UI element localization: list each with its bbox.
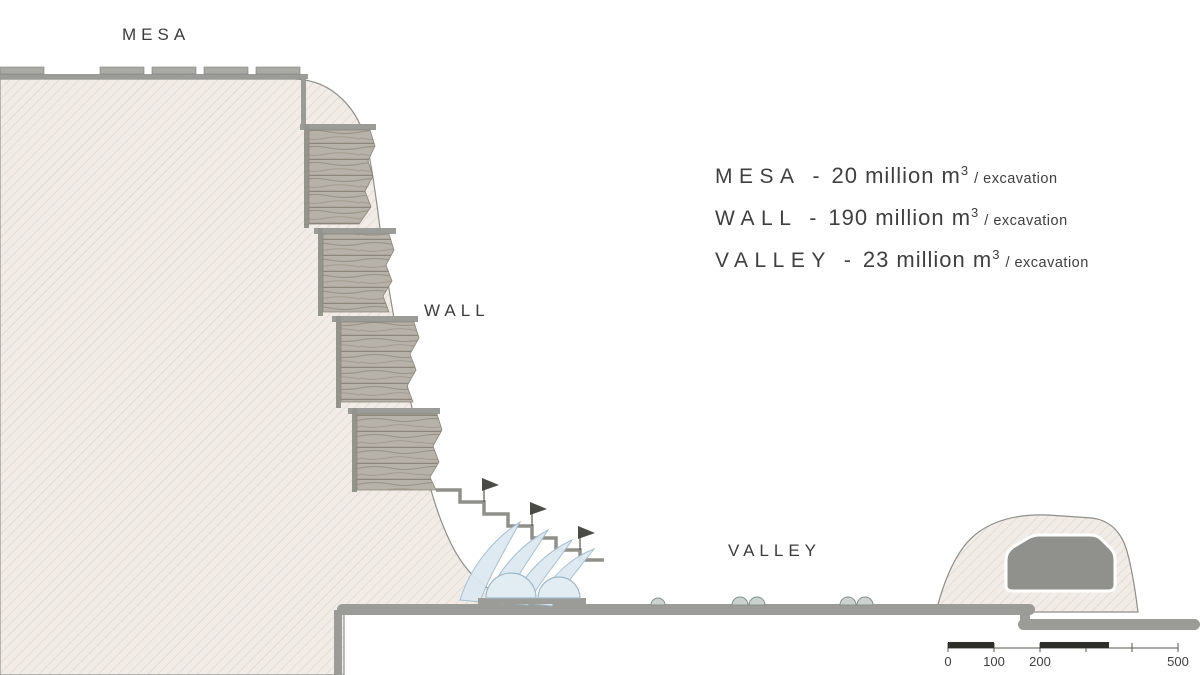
step-stones: [340, 321, 420, 403]
valley-floor: [334, 604, 1200, 675]
legend-dash: -: [809, 207, 816, 230]
step-lintel: [348, 408, 440, 414]
valley-bump: [748, 596, 766, 606]
legend-amount: 23 million m: [863, 247, 992, 272]
step-wall: [318, 228, 323, 316]
stair-transition: [436, 478, 604, 562]
mesa-block: [99, 66, 145, 75]
valley-hill: [935, 514, 1139, 613]
mesa-label: MESA: [122, 25, 190, 44]
fan-canopies: [459, 520, 596, 607]
scale-label-100: 100: [983, 654, 1005, 669]
legend-exponent: 3: [961, 163, 968, 178]
legend-site-name: MESA: [715, 165, 801, 188]
excavation-legend: MESA-20 million m3/ excavation WALL-190 …: [715, 163, 1089, 272]
legend-site-name: WALL: [715, 207, 797, 230]
valley-bump: [731, 596, 749, 606]
legend-suffix: / excavation: [974, 171, 1057, 187]
shade-sail-marker: [530, 502, 547, 526]
legend-row-wall: WALL-190 million m3 / excavation: [715, 205, 1068, 230]
step-stones: [322, 233, 395, 313]
shade-sail-marker: [482, 478, 499, 502]
step-lintel: [300, 124, 376, 130]
valley-bump: [839, 596, 857, 606]
wall-label: WALL: [424, 301, 490, 320]
mesa-block: [255, 66, 301, 75]
legend-suffix: / excavation: [984, 213, 1067, 229]
valley-label: VALLEY: [728, 541, 821, 560]
step-lintel: [314, 228, 396, 234]
valley-floor-slab: [337, 604, 1035, 615]
terraced-wall: [300, 124, 443, 492]
step-wall: [352, 408, 357, 492]
cliff-edge-wall: [301, 79, 306, 129]
shade-sail-marker: [578, 526, 595, 550]
canopy-sail: [459, 520, 522, 603]
mesa-top-structures: [0, 66, 308, 129]
mesa-block: [151, 66, 197, 75]
step-stones: [308, 129, 376, 225]
floor-step-connector: [1020, 608, 1030, 626]
legend-suffix: / excavation: [1005, 255, 1088, 271]
legend-exponent: 3: [992, 247, 999, 262]
step-wall: [304, 124, 309, 228]
legend-row-mesa: MESA-20 million m3 / excavation: [715, 163, 1058, 188]
legend-dash: -: [844, 249, 851, 272]
step-stones: [356, 413, 443, 491]
mesa-block: [0, 66, 45, 75]
stairs: [436, 488, 604, 562]
tunnel-section: [1004, 533, 1117, 593]
legend-site-name: VALLEY: [715, 249, 832, 272]
valley-bump: [856, 596, 874, 606]
dome: [485, 572, 537, 599]
dome-pad: [478, 598, 586, 604]
trench-wall: [334, 610, 342, 675]
step-lintel: [332, 316, 418, 322]
legend-dash: -: [813, 165, 820, 188]
scale-label-200: 200: [1029, 654, 1051, 669]
legend-exponent: 3: [971, 205, 978, 220]
legend-amount: 190 million m: [828, 205, 971, 230]
valley-bump: [650, 597, 666, 606]
legend-amount: 20 million m: [832, 163, 961, 188]
scale-label-500: 500: [1167, 654, 1189, 669]
legend-row-valley: VALLEY-23 million m3 / excavation: [715, 247, 1089, 272]
mesa-block: [203, 66, 249, 75]
scale-label-0: 0: [944, 654, 951, 669]
scale-bar: 0 100 200 500: [944, 642, 1189, 669]
valley-objects: [650, 596, 874, 606]
step-wall: [336, 316, 341, 408]
dome: [537, 576, 581, 599]
valley-floor-slab-right: [1018, 619, 1200, 630]
scale-segment-filled: [1040, 642, 1109, 648]
mesa-deck-line: [0, 74, 308, 79]
scale-segment-filled: [948, 642, 994, 648]
